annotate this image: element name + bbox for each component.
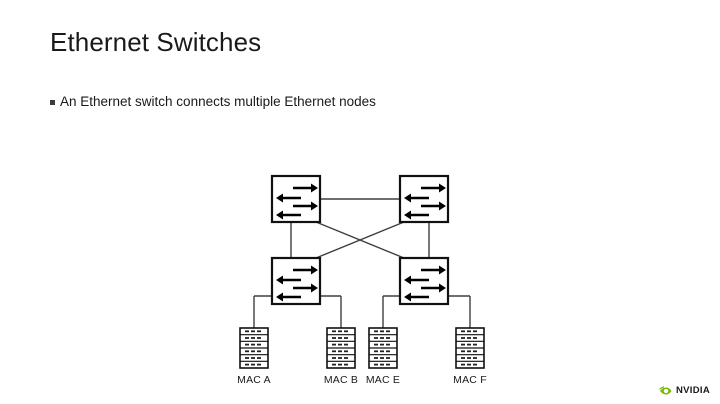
host-mac-b[interactable]: MAC B [324,327,358,386]
switch-bottom-right[interactable] [398,256,450,306]
switch-top-right[interactable] [398,174,450,224]
host-mac-e[interactable]: MAC E [366,327,400,386]
link-topright-bottomleft [315,221,405,259]
bullet-list: An Ethernet switch connects multiple Eth… [50,94,376,111]
square-bullet-icon [50,100,55,105]
switch-bottom-left[interactable] [270,256,322,306]
link-topleft-bottomright [315,221,405,259]
host-label-mac-e: MAC E [366,374,400,386]
nvidia-logo: NVIDIA [659,385,710,396]
host-mac-a[interactable]: MAC A [237,327,271,386]
nvidia-eye-icon [659,385,672,394]
host-label-mac-b: MAC B [324,374,358,386]
switch-top-left[interactable] [270,174,322,224]
host-label-mac-f: MAC F [453,374,487,386]
page-title: Ethernet Switches [50,27,262,57]
host-label-mac-a: MAC A [237,374,271,386]
host-mac-f[interactable]: MAC F [453,327,487,386]
nvidia-wordmark: NVIDIA [676,385,710,396]
bullet-item-text: An Ethernet switch connects multiple Eth… [60,94,376,109]
